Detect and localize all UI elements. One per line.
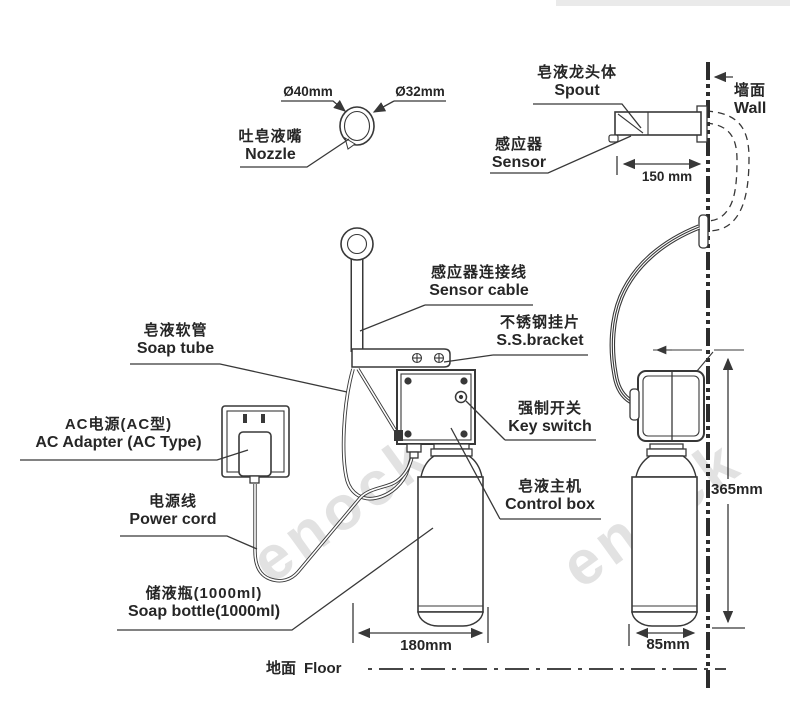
nozzle-detail — [339, 106, 375, 150]
dimension-365 — [712, 357, 745, 629]
behind-wall-tube — [705, 110, 750, 232]
key-switch-label-zh: 强制开关 — [517, 400, 582, 417]
control-box-shape — [394, 369, 476, 459]
ac-adapter-label-en: AC Adapter (AC Type) — [35, 433, 202, 451]
soap-bottle-label: 储液瓶(1000ml) Soap bottle(1000ml) — [113, 585, 295, 622]
power-cord-line — [253, 456, 414, 583]
side-box-connector — [629, 388, 640, 421]
bottle-side-width-label: 85mm — [646, 636, 690, 653]
control-box-label: 皂液主机 Control box — [497, 478, 603, 515]
control-box-label-zh: 皂液主机 — [517, 478, 582, 495]
sensor-cable-label: 感应器连接线 Sensor cable — [423, 264, 535, 301]
key-switch-label: 强制开关 Key switch — [500, 400, 600, 437]
nozzle-label: 吐皂液嘴 Nozzle — [228, 128, 313, 165]
floor-label-en: Floor — [304, 660, 342, 677]
ac-adapter-shape — [238, 431, 272, 477]
sensor-label-zh: 感应器 — [494, 136, 543, 153]
spout-assembly — [608, 105, 708, 143]
spout-body — [614, 111, 702, 136]
floor-label-zh: 地面 — [266, 660, 297, 677]
box-bottom-connector — [406, 443, 422, 453]
dimension-85 — [628, 624, 696, 646]
ac-adapter-label: AC电源(AC型) AC Adapter (AC Type) — [20, 416, 217, 453]
dimension-180 — [352, 603, 489, 643]
power-cord-label-zh: 电源线 — [148, 493, 197, 510]
sensor-cable-label-en: Sensor cable — [429, 281, 529, 299]
soap-tube-label-zh: 皂液软管 — [143, 322, 208, 339]
nozzle-label-en: Nozzle — [245, 145, 296, 163]
wall-label: 墙面 Wall — [734, 82, 786, 119]
outlet-slot — [261, 414, 265, 423]
spout-reach-label: 150 mm — [641, 169, 693, 184]
sensor-cable-line — [356, 368, 399, 434]
spout-label-en: Spout — [554, 81, 600, 99]
sensor-label-en: Sensor — [491, 153, 547, 171]
soap-bottle-label-zh: 储液瓶(1000ml) — [145, 585, 263, 602]
ac-adapter-label-zh: AC电源(AC型) — [64, 416, 173, 433]
power-cord-label-en: Power cord — [129, 510, 217, 528]
unit-depth-label: 180mm — [400, 637, 452, 654]
side-view-unit — [629, 345, 744, 627]
front-view-unit — [253, 227, 484, 627]
spout-label-zh: 皂液龙头体 — [536, 64, 617, 81]
soap-tube-label: 皂液软管 Soap tube — [128, 322, 223, 359]
power-cord-label: 电源线 Power cord — [119, 493, 227, 530]
side-control-box — [637, 370, 705, 442]
side-soap-bottle — [631, 443, 698, 627]
floor-label: 地面 Floor — [266, 657, 342, 678]
sensor-window — [608, 134, 619, 143]
unit-height-label: 365mm — [711, 481, 763, 498]
soap-bottle-label-en: Soap bottle(1000ml) — [127, 602, 281, 620]
soap-tube-label-en: Soap tube — [136, 339, 215, 357]
side-view-cable-arc — [609, 224, 701, 406]
ss-bracket-shape — [351, 348, 451, 368]
wall-label-zh: 墙面 — [734, 82, 767, 99]
ss-bracket-label-en: S.S.bracket — [496, 331, 584, 349]
power-outlet — [221, 405, 290, 484]
sensor-label: 感应器 Sensor — [485, 136, 553, 173]
wall-label-en: Wall — [734, 99, 767, 117]
nozzle-label-zh: 吐皂液嘴 — [238, 128, 303, 145]
leader-lines — [20, 71, 733, 631]
spout-label: 皂液龙头体 Spout — [527, 64, 627, 101]
front-nozzle — [340, 227, 374, 261]
sensor-cable-label-zh: 感应器连接线 — [430, 264, 527, 281]
nozzle-inner-dia-label: Ø32mm — [395, 84, 445, 99]
wall-cable-clip — [698, 214, 709, 249]
scan-artifact-band — [556, 0, 790, 6]
control-box-label-en: Control box — [505, 495, 595, 513]
box-side-connector — [394, 430, 403, 441]
nozzle-outer-dia-label: Ø40mm — [283, 84, 333, 99]
front-soap-bottle — [417, 443, 484, 627]
key-switch-label-en: Key switch — [508, 417, 592, 435]
ss-bracket-label: 不锈钢挂片 S.S.bracket — [490, 314, 590, 351]
dimension-150 — [616, 156, 702, 175]
ss-bracket-label-zh: 不锈钢挂片 — [499, 314, 580, 331]
outlet-slot — [243, 414, 247, 423]
